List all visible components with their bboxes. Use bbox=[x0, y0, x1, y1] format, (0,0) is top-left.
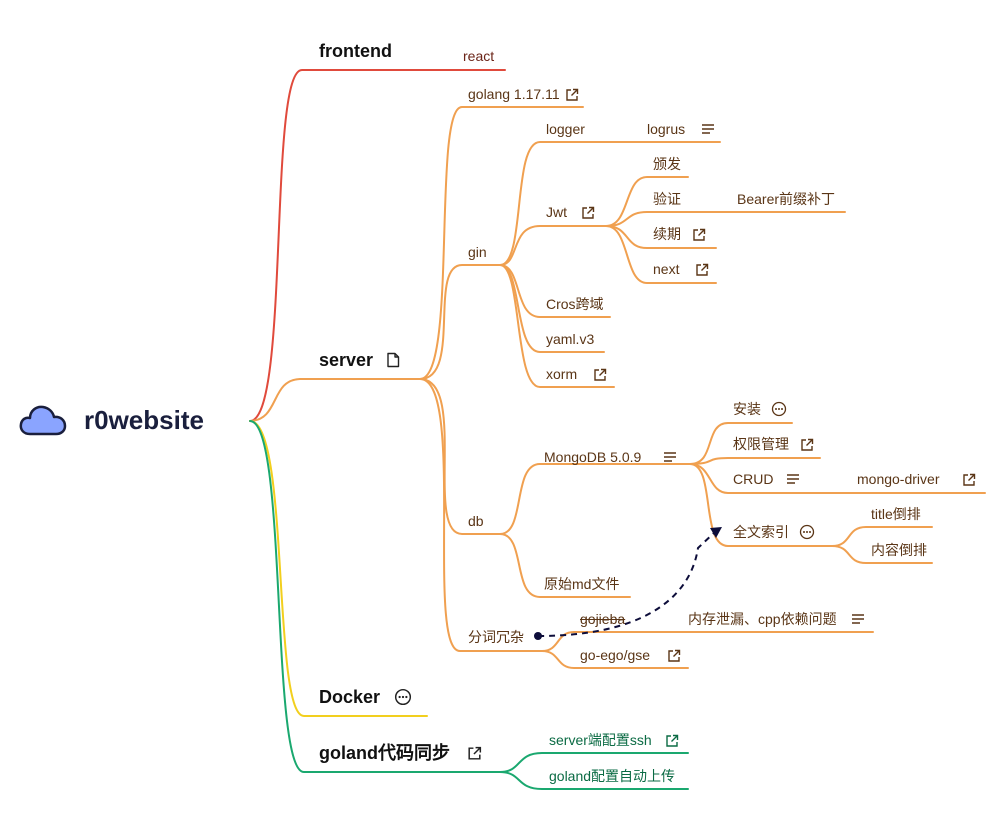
link-frontend bbox=[249, 69, 506, 422]
topic-content-index[interactable]: 内容倒排 bbox=[871, 542, 927, 558]
topic-db[interactable]: db bbox=[468, 513, 484, 529]
topic-goland[interactable]: goland代码同步 bbox=[319, 743, 450, 763]
topic-permission[interactable]: 权限管理 bbox=[733, 436, 789, 452]
topic-title-index[interactable]: title倒排 bbox=[871, 506, 921, 522]
link-db bbox=[419, 378, 501, 535]
external-link-icon[interactable] bbox=[592, 367, 608, 383]
topic-install[interactable]: 安装 bbox=[733, 401, 761, 417]
link-renew bbox=[605, 225, 717, 249]
external-link-icon[interactable] bbox=[564, 87, 580, 103]
topic-fulltext-index[interactable]: 全文索引 bbox=[733, 524, 789, 540]
link-verify bbox=[605, 211, 846, 227]
link-jwt bbox=[499, 225, 607, 266]
ellipsis-icon[interactable] bbox=[394, 688, 412, 706]
external-link-icon[interactable] bbox=[691, 227, 707, 243]
ellipsis-icon[interactable] bbox=[771, 401, 787, 417]
link-next bbox=[605, 225, 717, 284]
topic-yaml[interactable]: yaml.v3 bbox=[546, 331, 595, 347]
topic-memory-leak[interactable]: 内存泄漏、cpp依赖问题 bbox=[688, 611, 837, 627]
note-icon[interactable] bbox=[385, 352, 401, 368]
topic-crud[interactable]: CRUD bbox=[733, 471, 774, 487]
notes-lines-icon[interactable] bbox=[850, 611, 866, 627]
link-xorm bbox=[499, 264, 615, 388]
external-link-icon[interactable] bbox=[666, 648, 682, 664]
link-segmentation bbox=[419, 378, 543, 652]
external-link-icon[interactable] bbox=[664, 733, 680, 749]
topic-mongodb[interactable]: MongoDB 5.0.9 bbox=[544, 449, 642, 465]
link-gse bbox=[541, 650, 689, 669]
topic-renew[interactable]: 续期 bbox=[653, 226, 681, 242]
external-link-icon[interactable] bbox=[466, 745, 483, 762]
external-link-icon[interactable] bbox=[799, 437, 815, 453]
topic-verify[interactable]: 验证 bbox=[653, 191, 681, 207]
topic-logger[interactable]: logger bbox=[546, 121, 585, 137]
relation-start-dot bbox=[534, 632, 542, 640]
topic-server[interactable]: server bbox=[319, 350, 374, 370]
topic-frontend[interactable]: frontend bbox=[319, 41, 392, 61]
link-title-index bbox=[831, 526, 933, 547]
topic-bearer[interactable]: Bearer前缀补丁 bbox=[737, 191, 836, 207]
topic-segmentation[interactable]: 分词冗杂 bbox=[468, 629, 524, 645]
topic-cors[interactable]: Cros跨域 bbox=[546, 296, 604, 312]
link-auto-upload bbox=[499, 771, 689, 790]
notes-lines-icon[interactable] bbox=[785, 471, 801, 487]
link-content-index bbox=[831, 545, 933, 564]
link-fulltext bbox=[689, 463, 833, 547]
topic-gin[interactable]: gin bbox=[468, 244, 487, 260]
topic-auto-upload[interactable]: goland配置自动上传 bbox=[549, 768, 676, 784]
external-link-icon[interactable] bbox=[580, 205, 596, 221]
link-install bbox=[689, 422, 793, 465]
ellipsis-icon[interactable] bbox=[799, 524, 815, 540]
topic-gojieba[interactable]: gojieba bbox=[580, 611, 626, 627]
topic-golang[interactable]: golang 1.17.11 bbox=[468, 86, 560, 102]
topic-issue[interactable]: 颁发 bbox=[653, 156, 681, 172]
link-ssh bbox=[499, 752, 689, 773]
external-link-icon[interactable] bbox=[961, 472, 977, 488]
external-link-icon[interactable] bbox=[694, 262, 710, 278]
topic-docker[interactable]: Docker bbox=[319, 687, 381, 707]
link-golang bbox=[419, 106, 584, 380]
notes-lines-icon[interactable] bbox=[700, 121, 716, 137]
link-mongodb bbox=[499, 463, 691, 535]
topic-raw-md[interactable]: 原始md文件 bbox=[544, 576, 620, 592]
link-issue bbox=[605, 176, 689, 227]
topic-mongo-driver[interactable]: mongo-driver bbox=[857, 471, 940, 487]
topic-xorm[interactable]: xorm bbox=[546, 366, 578, 382]
topic-gse[interactable]: go-ego/gse bbox=[580, 647, 651, 663]
root-topic[interactable]: r0website bbox=[84, 405, 204, 435]
topic-react[interactable]: react bbox=[463, 48, 495, 64]
notes-lines-icon[interactable] bbox=[662, 449, 678, 465]
link-logger bbox=[499, 141, 721, 266]
link-rawmd bbox=[499, 533, 631, 598]
cloud-icon bbox=[19, 405, 67, 436]
link-gin bbox=[419, 264, 501, 380]
relation-arrowhead bbox=[710, 527, 722, 538]
relation-dashed-link bbox=[537, 531, 716, 637]
topic-logrus[interactable]: logrus bbox=[647, 121, 686, 137]
link-permission bbox=[689, 457, 821, 465]
topic-ssh-config[interactable]: server端配置ssh bbox=[549, 732, 652, 748]
topic-jwt[interactable]: Jwt bbox=[546, 204, 567, 220]
link-goland bbox=[249, 420, 501, 773]
link-gojieba bbox=[541, 631, 874, 652]
topic-next[interactable]: next bbox=[653, 261, 680, 277]
link-server bbox=[249, 378, 421, 422]
link-docker bbox=[249, 420, 428, 717]
